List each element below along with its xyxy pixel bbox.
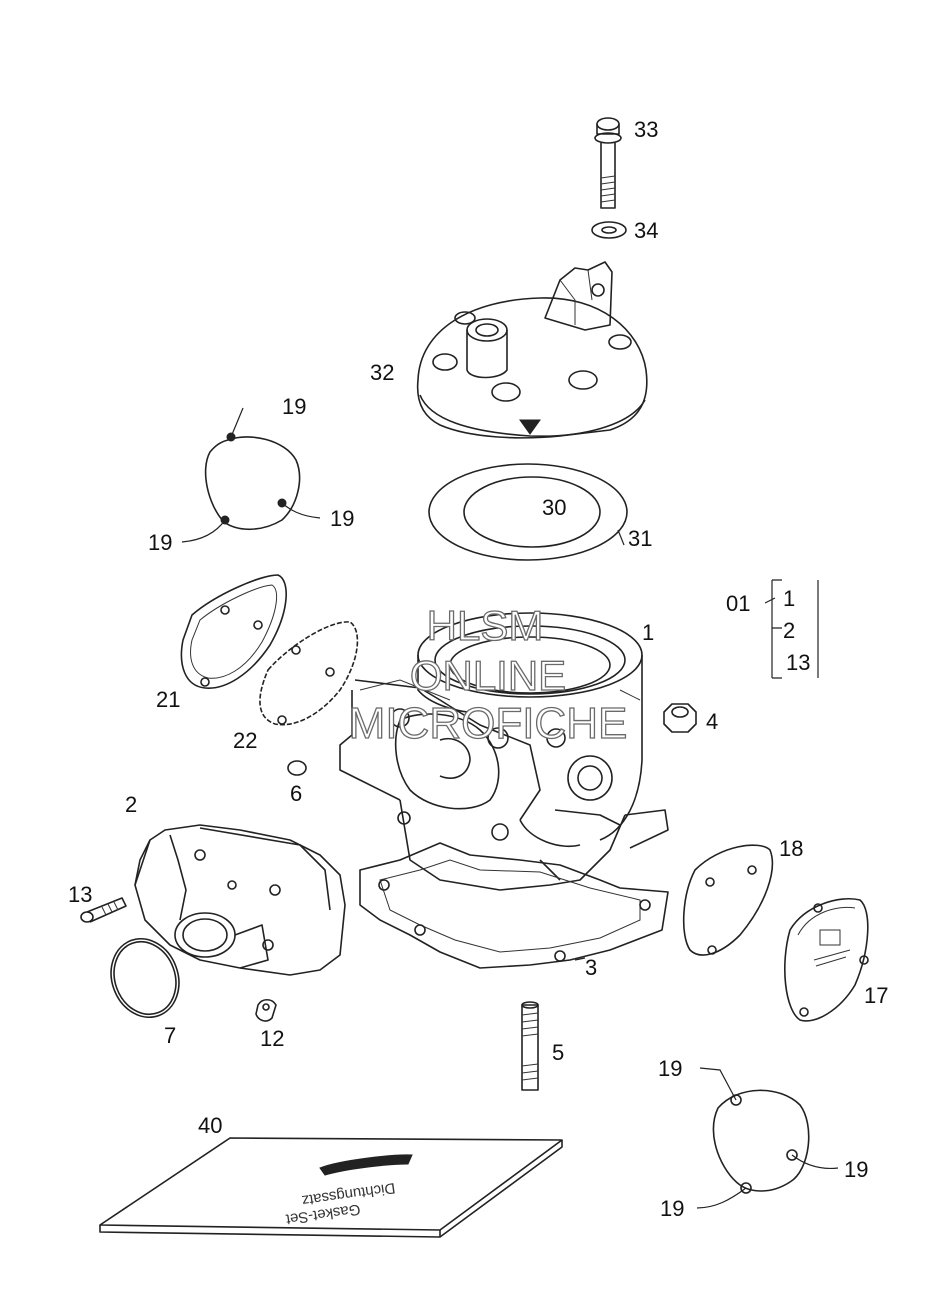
watermark: HLSM ONLINE MICROFICHE <box>348 601 628 748</box>
callout-5: 5 <box>552 1040 564 1065</box>
part-5-stud[interactable] <box>521 1001 539 1091</box>
callout-01-item-2: 2 <box>783 618 795 643</box>
callout-6: 6 <box>290 781 302 806</box>
callout-1: 1 <box>642 620 654 645</box>
callout-19-bottom-3: 19 <box>660 1196 684 1221</box>
callout-21: 21 <box>156 687 180 712</box>
part-6-o-ring[interactable] <box>287 760 307 776</box>
callout-01: 01 <box>726 591 750 616</box>
part-12-small-gasket[interactable] <box>255 998 277 1022</box>
callout-labels: 33 34 32 19 19 19 30 31 1 01 1 2 13 21 2… <box>68 117 888 1221</box>
part-4-nut[interactable] <box>663 703 697 733</box>
part-30-head-gasket-inner[interactable] <box>463 476 601 548</box>
part-3-base-gasket[interactable] <box>359 842 669 969</box>
callout-2: 2 <box>125 792 137 817</box>
callout-22: 22 <box>233 728 257 753</box>
callout-34: 34 <box>634 218 658 243</box>
callout-01-item-13: 13 <box>786 650 810 675</box>
callout-40: 40 <box>198 1113 222 1138</box>
part-34-washer[interactable] <box>591 221 627 239</box>
part-32-cylinder-head[interactable] <box>416 261 648 439</box>
callout-01-item-1: 1 <box>783 586 795 611</box>
watermark-online: ONLINE <box>410 652 566 699</box>
part-7-o-ring[interactable] <box>100 929 189 1027</box>
callout-13: 13 <box>68 882 92 907</box>
callout-19-bottom-1: 19 <box>658 1056 682 1081</box>
callout-19-bottom-2: 19 <box>844 1157 868 1182</box>
callout-31: 31 <box>628 526 652 551</box>
callout-7: 7 <box>164 1023 176 1048</box>
leader-lines <box>181 407 839 1209</box>
part-33-bolt[interactable] <box>594 117 622 209</box>
callout-33: 33 <box>634 117 658 142</box>
callout-12: 12 <box>260 1026 284 1051</box>
part-40-gasket-set[interactable]: Dichtungssatz Gasket-Set <box>99 1137 563 1238</box>
callout-19-right: 19 <box>330 506 354 531</box>
callout-32: 32 <box>370 360 394 385</box>
callout-19-left: 19 <box>148 530 172 555</box>
callout-17: 17 <box>864 983 888 1008</box>
callout-4: 4 <box>706 709 718 734</box>
callout-3: 3 <box>585 955 597 980</box>
part-19-gasket-upper[interactable] <box>204 432 301 531</box>
callout-19-top: 19 <box>282 394 306 419</box>
part-2-exhaust-flange[interactable] <box>134 824 346 976</box>
watermark-hlsm: HLSM <box>427 602 544 649</box>
part-22-gasket[interactable] <box>259 621 359 726</box>
part-17-cover[interactable] <box>784 898 869 1022</box>
part-19-gasket-lower[interactable] <box>712 1089 810 1194</box>
part-13-bolt[interactable] <box>80 897 127 923</box>
watermark-microfiche: MICROFICHE <box>349 699 628 748</box>
part-21-gasket[interactable] <box>180 574 287 689</box>
part-1-cylinder[interactable] <box>339 612 669 891</box>
callout-18: 18 <box>779 836 803 861</box>
part-18-gasket[interactable] <box>682 844 774 956</box>
part-31-head-gasket-outer[interactable] <box>428 463 628 561</box>
callout-30: 30 <box>542 495 566 520</box>
